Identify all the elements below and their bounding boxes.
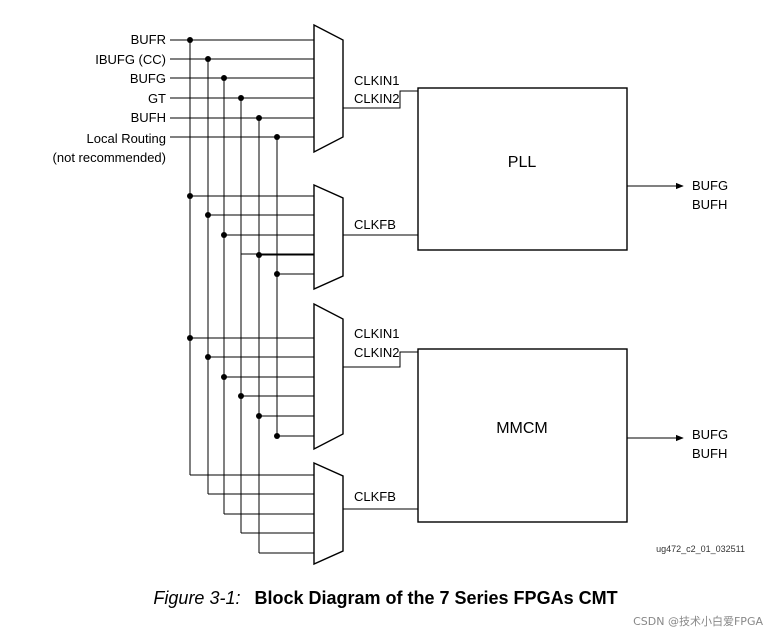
doc-id: ug472_c2_01_032511	[656, 544, 745, 554]
figure-title: Block Diagram of the 7 Series FPGAs CMT	[254, 588, 618, 608]
mmcm-clkin2-label: CLKIN2	[354, 345, 400, 360]
pll-clkin2-label: CLKIN2	[354, 91, 400, 106]
pll-out-bufh-label: BUFH	[692, 197, 727, 212]
wire-pll-clkin-out	[343, 90, 418, 109]
pll-out-bufg-label: BUFG	[692, 178, 728, 193]
input-label-bufg: BUFG	[130, 71, 166, 86]
wire-mmcm-clkin-out	[343, 351, 418, 368]
mux-mmcm-clkfb	[313, 461, 344, 566]
figure-number: Figure 3-1:	[153, 588, 241, 608]
mux-pll-clkfb	[313, 183, 344, 291]
mux-pll-clkin	[313, 23, 344, 154]
watermark: CSDN @技术小白爱FPGA	[633, 615, 763, 628]
input-label-bufh: BUFH	[131, 110, 166, 125]
mmcm-block-label: MMCM	[496, 420, 548, 437]
pll-block-label: PLL	[508, 154, 537, 171]
input-label-local-routing: Local Routing	[87, 131, 167, 146]
mmcm-block	[417, 348, 628, 523]
mmcm-clkin1-label: CLKIN1	[354, 326, 400, 341]
pll-clkfb-label: CLKFB	[354, 217, 396, 232]
pll-clkin1-label: CLKIN1	[354, 73, 400, 88]
mmcm-out-bufg-label: BUFG	[692, 427, 728, 442]
mmcm-clkfb-label: CLKFB	[354, 489, 396, 504]
mmcm-out-bufh-label: BUFH	[692, 446, 727, 461]
input-label-ibufg: IBUFG (CC)	[95, 52, 166, 67]
figure-caption: Figure 3-1: Block Diagram of the 7 Series…	[0, 588, 771, 609]
pll-block	[417, 87, 628, 251]
input-label-not-recommended: (not recommended)	[53, 150, 166, 165]
mux-mmcm-clkin	[313, 302, 344, 451]
input-label-gt: GT	[148, 91, 166, 106]
input-label-bufr: BUFR	[131, 32, 166, 47]
junction-dots	[187, 37, 280, 439]
